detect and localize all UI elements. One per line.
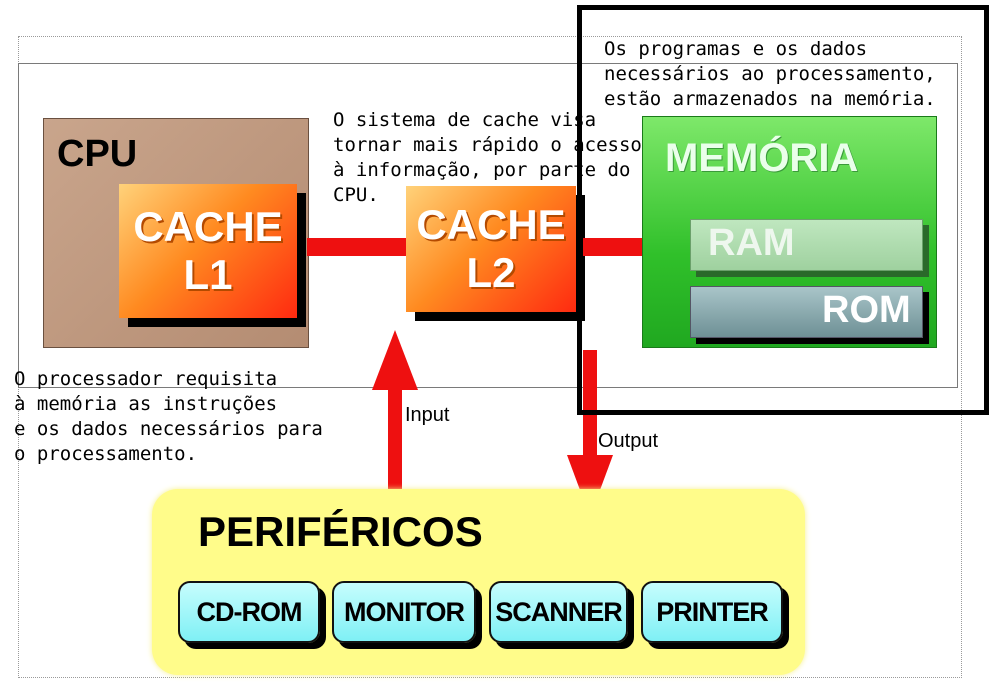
cache-l2-line2: L2	[466, 249, 516, 296]
printer-device: PRINTER	[641, 581, 783, 643]
cpu-title: CPU	[57, 133, 138, 175]
cache-l1-line2: L1	[183, 251, 233, 298]
rom-block	[690, 286, 923, 338]
inner-frame	[18, 63, 958, 388]
scanner-device: SCANNER	[489, 581, 628, 643]
connector-l1-l2	[307, 238, 407, 256]
cache-l2-line1: CACHE	[416, 201, 566, 248]
peripherals-title: PERIFÉRICOS	[198, 508, 483, 555]
ram-block	[690, 219, 923, 271]
output-label: Output	[598, 430, 659, 452]
monitor-device: MONITOR	[332, 581, 476, 643]
memory-highlight-frame	[577, 5, 989, 415]
rom-label: ROM	[822, 289, 911, 331]
cdrom-device: CD-ROM	[178, 581, 320, 643]
cache-note: O sistema de cache visa tornar mais rápi…	[333, 109, 642, 206]
connector-l2-memory	[583, 238, 657, 256]
memory-note: Os programas e os dados necessários ao p…	[604, 38, 936, 110]
memory-title: MEMÓRIA	[665, 136, 859, 180]
cpu-note: O processador requisita à memória as ins…	[14, 368, 323, 465]
output-arrow-head	[567, 455, 613, 517]
input-label: Input	[405, 404, 450, 426]
cache-l1-line1: CACHE	[133, 203, 283, 250]
output-arrow-shaft	[583, 350, 597, 462]
cache-l1-block: CACHE L1	[119, 184, 297, 318]
cache-l2-block: CACHE L2	[406, 186, 576, 312]
input-arrow-shaft	[388, 382, 402, 494]
ram-label: RAM	[708, 222, 795, 264]
input-arrow-head	[372, 330, 418, 390]
